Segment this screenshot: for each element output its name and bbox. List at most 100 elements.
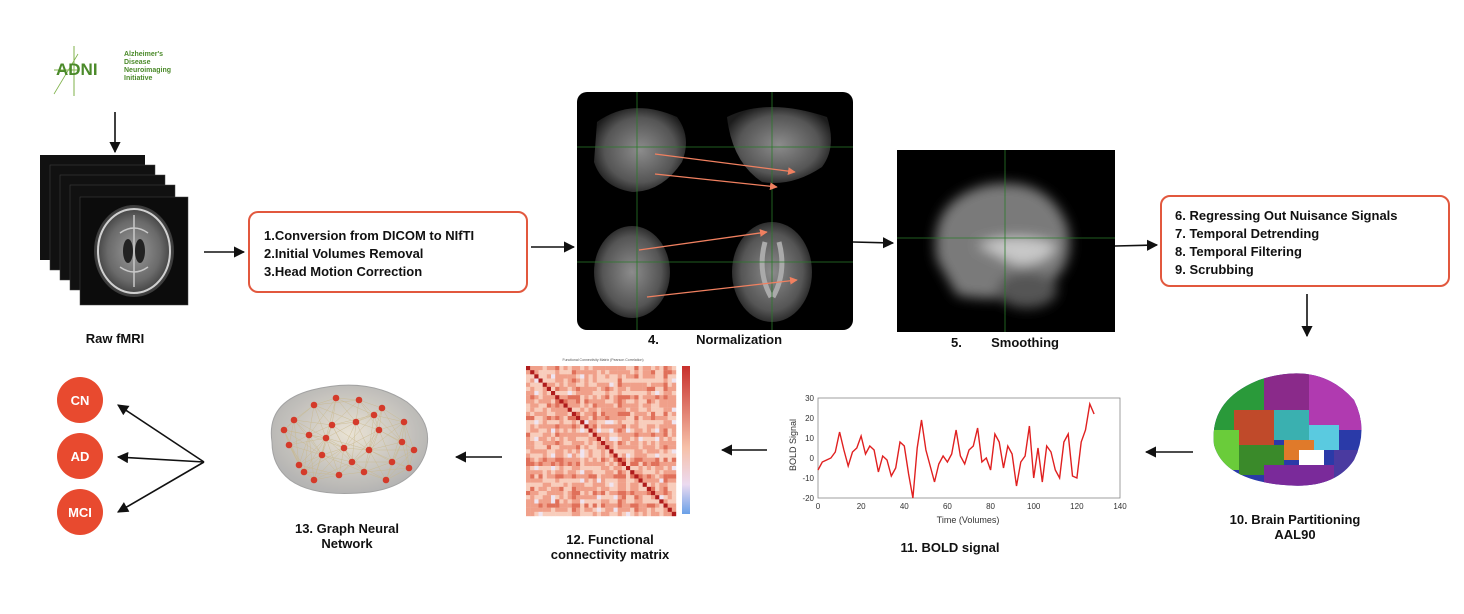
bold-ytick: 0: [810, 454, 815, 463]
fc-matrix-cell: [538, 428, 543, 433]
fc-matrix-cell: [634, 382, 639, 388]
fc-matrix-cell: [546, 449, 552, 454]
fc-matrix-cell: [563, 470, 568, 475]
gnn-edge: [385, 449, 415, 481]
fc-matrix-cell: [592, 499, 598, 504]
fc-matrix-cell: [646, 474, 652, 479]
fc-matrix-cell: [546, 407, 552, 413]
fc-matrix-cell: [542, 445, 548, 450]
fc-matrix-cell: [646, 457, 652, 463]
fc-matrix-cell: [601, 395, 606, 400]
gnn-node: [310, 401, 318, 409]
fc-matrix-cell: [538, 449, 543, 454]
fc-matrix-cell: [530, 395, 535, 400]
fc-matrix-cell: [526, 482, 531, 488]
fc-matrix-cell: [559, 507, 564, 513]
fc-matrix-cell: [630, 441, 635, 446]
fc-matrix-cell: [571, 416, 577, 421]
fc-matrix-cell: [646, 466, 652, 471]
fc-matrix-cell: [530, 495, 535, 500]
fc-matrix-cell: [526, 370, 531, 375]
fc-matrix-cell: [621, 386, 627, 392]
fc-matrix-cell: [580, 370, 585, 375]
fc-matrix-cell: [638, 503, 643, 508]
fc-matrix-cell: [671, 391, 677, 396]
fc-matrix-cell: [659, 386, 664, 392]
fc-matrix-cell: [634, 495, 639, 500]
fc-matrix-cell: [563, 478, 568, 483]
fc-matrix-cell: [526, 395, 531, 400]
fc-matrix-cell: [567, 416, 573, 421]
gnn-edge: [303, 454, 323, 473]
fc-matrix-cell: [613, 482, 618, 488]
fc-matrix-cell: [584, 461, 589, 467]
fc-matrix-cell: [538, 432, 543, 438]
fc-matrix-cell: [551, 441, 556, 446]
fc-matrix-cell: [546, 403, 552, 408]
gnn-node: [285, 441, 293, 449]
fc-matrix-cell: [559, 432, 564, 438]
fc-matrix-cell: [663, 486, 668, 492]
fc-matrix-cell: [580, 453, 585, 458]
fc-matrix-cell: [630, 403, 635, 408]
fc-matrix-cell: [621, 420, 627, 425]
bold-signal-series: [817, 401, 1095, 499]
fc-matrix-cell: [555, 399, 560, 404]
fc-matrix-cell: [663, 474, 668, 479]
fc-matrix-cell: [567, 495, 573, 500]
fc-matrix-cell: [617, 511, 623, 517]
fc-matrix-cell: [584, 382, 589, 388]
fc-matrix-cell: [638, 411, 643, 417]
fc-matrix-cell: [655, 466, 660, 471]
fc-matrix-cell: [563, 370, 568, 375]
fc-matrix-cell: [580, 461, 585, 467]
fc-matrix-cell: [580, 486, 585, 492]
fc-matrix-cell: [563, 424, 568, 429]
fc-matrix-cell: [580, 428, 585, 433]
gnn-node: [322, 434, 330, 442]
bold-xtick: 20: [857, 502, 866, 511]
fc-matrix-cell: [551, 366, 556, 371]
class-cn: CN: [57, 377, 103, 423]
gnn-edge: [378, 407, 383, 431]
gnn-edge: [283, 404, 315, 431]
fc-matrix-cell: [576, 461, 581, 467]
fc-matrix-cell: [592, 470, 598, 475]
fc-matrix-cell: [626, 478, 631, 483]
fc-matrix-cell: [630, 470, 635, 475]
fc-matrix-cell: [601, 424, 606, 429]
gnn-node: [280, 426, 288, 434]
fc-matrix-cell: [605, 424, 610, 429]
fc-matrix-cell: [646, 436, 652, 442]
fc-matrix-cell: [542, 420, 548, 425]
fc-matrix-cell: [671, 491, 677, 496]
gnn-edge: [331, 397, 337, 426]
fc-matrix-cell: [538, 378, 543, 383]
fc-matrix-cell: [567, 420, 573, 425]
fc-matrix-cell: [571, 428, 577, 433]
fc-matrix-cell: [671, 445, 677, 450]
fc-matrix-cell: [542, 466, 548, 471]
fc-matrix-cell: [663, 453, 668, 458]
fc-matrix-cell: [584, 416, 589, 421]
fc-matrix-cell: [555, 482, 560, 488]
fc-matrix-cell: [584, 399, 589, 404]
fc-matrix-cell: [559, 441, 564, 446]
fc-matrix-cell: [526, 441, 531, 446]
fc-matrix-cell: [546, 391, 552, 396]
fc-matrix-cell: [571, 478, 577, 483]
fc-matrix-cell: [617, 495, 623, 500]
gnn-node: [305, 431, 313, 439]
fc-matrix-cell: [542, 370, 548, 375]
fc-matrix-cell: [559, 395, 564, 400]
fc-matrix-cell: [630, 461, 635, 467]
fc-matrix-cell: [551, 370, 556, 375]
fc-matrix-cell: [613, 432, 618, 438]
fc-matrix-cell: [638, 370, 643, 375]
fc-matrix-cell: [576, 399, 581, 404]
fc-matrix-cell: [655, 386, 660, 392]
gnn-edge: [283, 429, 323, 456]
fc-matrix-cell: [592, 482, 598, 488]
fc-matrix-cell: [546, 420, 552, 425]
fc-matrix-cell: [563, 391, 568, 396]
